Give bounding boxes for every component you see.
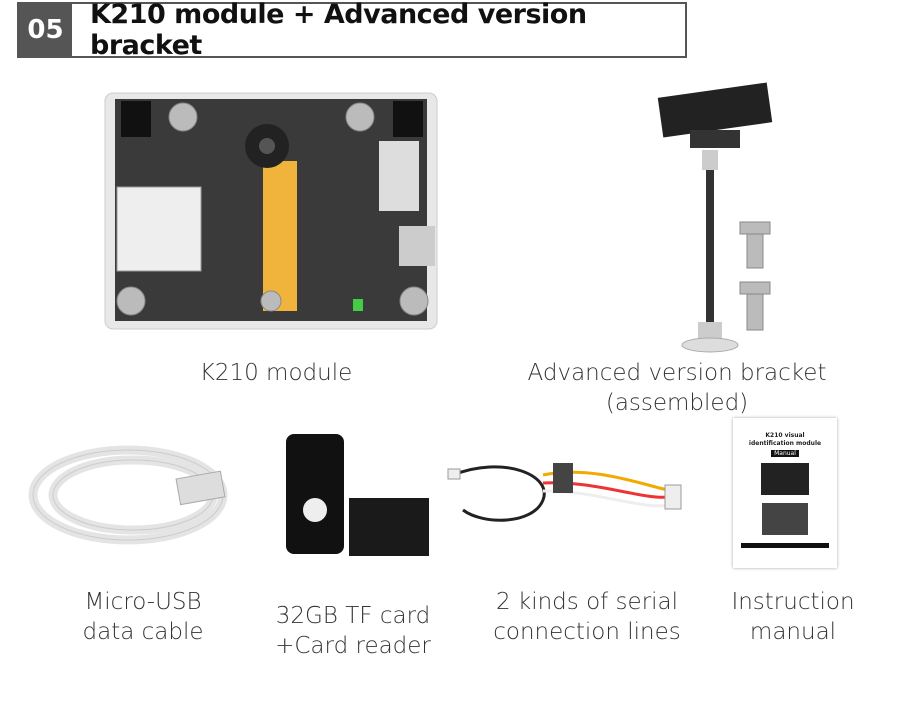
usb-cable-image (28, 445, 228, 545)
manual-board-picture (762, 503, 808, 535)
manual-screen-picture (761, 463, 809, 495)
section-number: 05 (19, 4, 72, 56)
serial-lines-image (447, 463, 682, 522)
item-label-bracket: Advanced version bracket(assembled) (527, 360, 827, 416)
section-title: K210 module + Advanced version bracket (90, 0, 587, 61)
manual-footer-bar (741, 543, 829, 548)
k210-module-image (104, 92, 438, 330)
item-label-k210-module: K210 module (199, 360, 353, 386)
bracket-image (657, 82, 773, 353)
manual-badge: Manual (771, 450, 799, 457)
instruction-manual-image: K210 visual identification module Manual (733, 418, 837, 568)
section-header: 05 K210 module + Advanced version bracke… (17, 0, 687, 61)
manual-title: K210 visual identification module (748, 432, 822, 447)
item-label-tf-card: 32GB TF card+Card reader (275, 603, 431, 659)
card-reader-image (286, 434, 429, 556)
